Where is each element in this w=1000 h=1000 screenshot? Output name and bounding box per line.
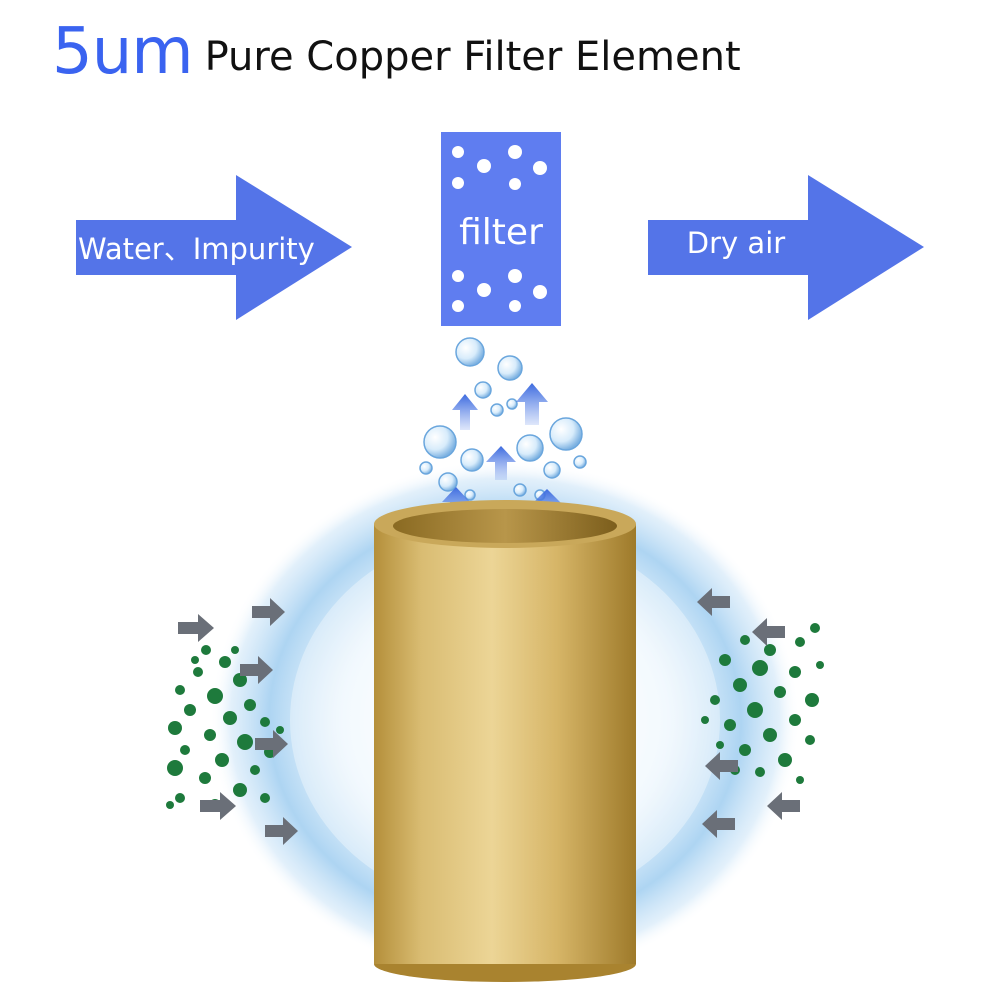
right-arrow-icon [240, 656, 273, 684]
rising-bubbles [419, 337, 587, 520]
up-arrow-icon [486, 446, 516, 480]
right-arrow-icon [252, 598, 285, 626]
title-size: 5um [52, 15, 194, 89]
copper-filter-cylinder [374, 500, 636, 982]
inflow-arrows-right [697, 588, 800, 838]
filter-panel-icon [441, 132, 561, 326]
right-arrow-icon [255, 730, 288, 758]
output-arrow-label: Dry air [686, 226, 786, 260]
left-arrow-icon [767, 792, 800, 820]
input-arrow-icon [76, 175, 352, 320]
left-arrow-icon [752, 618, 785, 646]
left-arrow-icon [702, 810, 735, 838]
up-arrow-icon [516, 383, 548, 425]
output-arrow-icon [648, 175, 924, 320]
right-arrow-icon [178, 614, 214, 642]
filter-label: filter [459, 212, 543, 253]
inflow-arrows-left [178, 598, 298, 845]
impurity-particles-right [701, 623, 824, 784]
left-arrow-icon [705, 752, 738, 780]
left-arrow-icon [697, 588, 730, 616]
right-arrow-icon [265, 817, 298, 845]
up-arrow-icon [452, 394, 478, 430]
input-arrow-label: Water、Impurity [78, 232, 315, 266]
right-arrow-icon [200, 792, 236, 820]
title-text: Pure Copper Filter Element [204, 34, 741, 80]
